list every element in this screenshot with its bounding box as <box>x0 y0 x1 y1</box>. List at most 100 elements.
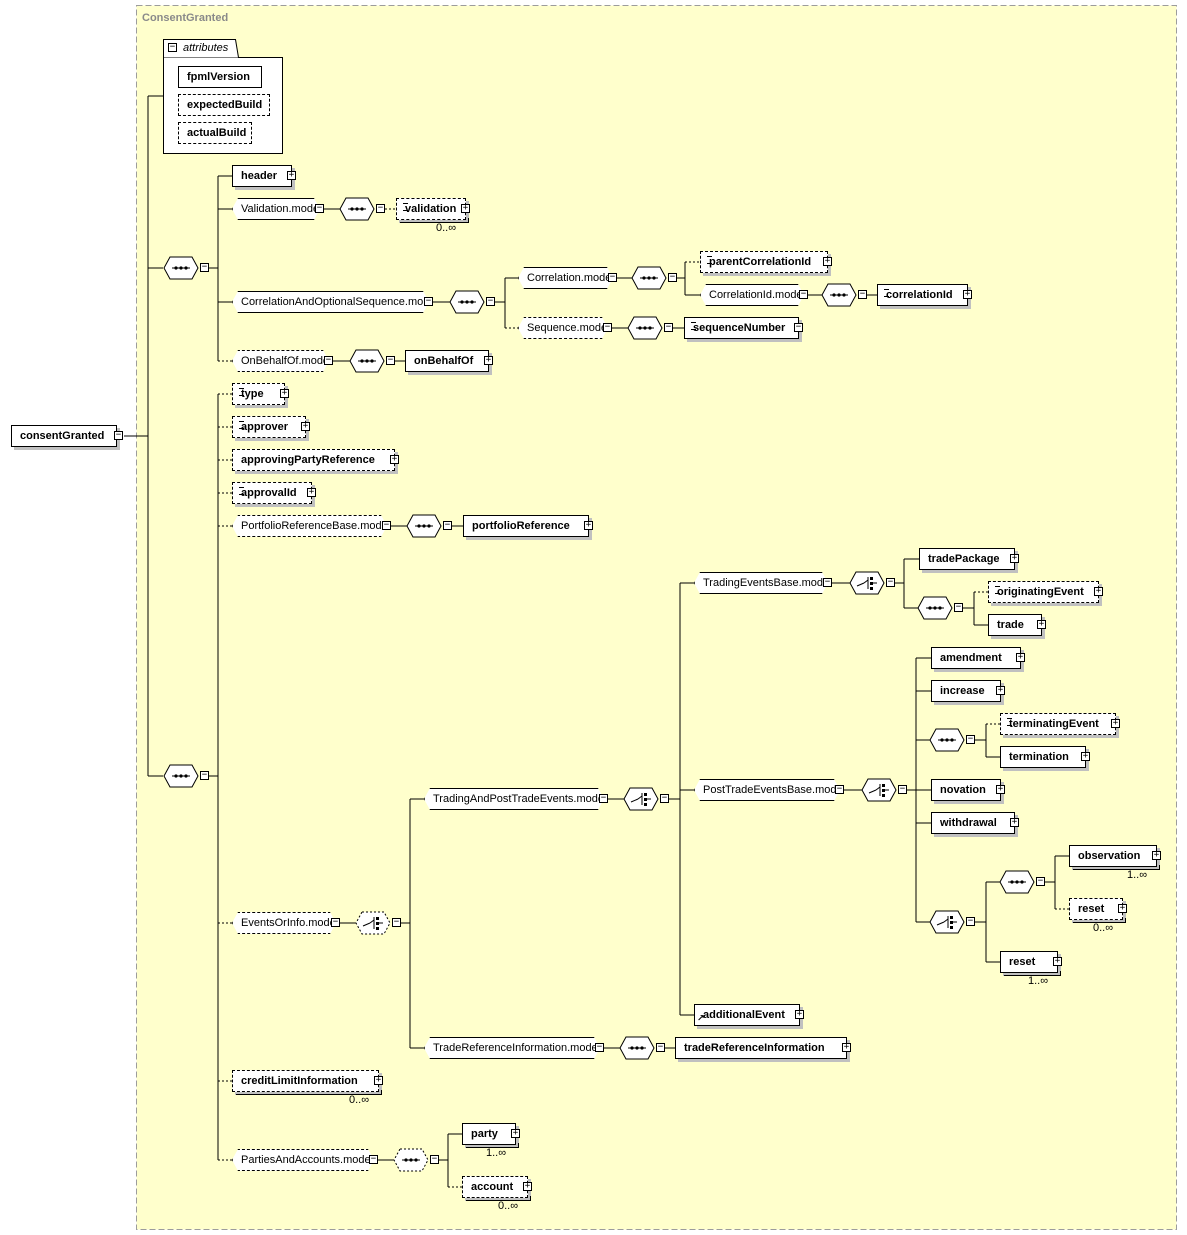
element-portfolioReference[interactable]: portfolioReference <box>463 515 589 537</box>
collapse-icon[interactable]: − <box>858 289 867 299</box>
collapse-icon[interactable]: − <box>660 793 669 803</box>
group-onBehalfOfModel[interactable]: OnBehalfOf.model <box>232 350 329 372</box>
expand-icon[interactable]: + <box>996 685 1005 695</box>
element-reset2[interactable]: reset <box>1000 951 1061 976</box>
element-type[interactable]: type <box>232 383 285 405</box>
element-reset1[interactable]: reset <box>1069 898 1126 923</box>
collapse-icon[interactable]: − <box>599 793 608 803</box>
expand-icon[interactable]: + <box>996 784 1005 794</box>
collapse-icon[interactable]: − <box>424 296 433 306</box>
collapse-icon[interactable]: − <box>382 520 391 530</box>
collapse-icon[interactable]: − <box>886 577 895 587</box>
collapse-icon[interactable]: − <box>966 916 975 926</box>
element-additionalEvent[interactable]: additionalEvent↗ <box>694 1004 800 1026</box>
element-parentCorrelationId[interactable]: parentCorrelationId <box>700 251 828 273</box>
element-approvingPartyReference[interactable]: approvingPartyReference <box>232 449 395 471</box>
attributes-collapse-icon[interactable]: − <box>168 42 177 52</box>
element-approvalId[interactable]: approvalId <box>232 482 312 504</box>
element-correlationId[interactable]: correlationId <box>877 284 968 306</box>
collapse-icon[interactable]: − <box>954 602 963 612</box>
collapse-icon[interactable]: − <box>898 784 907 794</box>
collapse-icon[interactable]: − <box>443 520 452 530</box>
expand-icon[interactable]: + <box>1016 652 1025 662</box>
expand-icon[interactable]: + <box>1152 850 1161 860</box>
element-account[interactable]: account <box>462 1176 531 1201</box>
expand-icon[interactable]: + <box>842 1042 851 1052</box>
expand-icon[interactable]: + <box>584 520 593 530</box>
root-collapse-icon[interactable]: − <box>114 430 123 440</box>
collapse-icon[interactable]: − <box>603 322 612 332</box>
collapse-icon[interactable]: − <box>315 203 324 213</box>
element-creditLimitInformation[interactable]: creditLimitInformation <box>232 1070 382 1095</box>
expand-icon[interactable]: + <box>1010 817 1019 827</box>
collapse-icon[interactable]: − <box>1036 876 1045 886</box>
collapse-icon[interactable]: − <box>331 917 340 927</box>
group-tradeReferenceInformationModel[interactable]: TradeReferenceInformation.model <box>424 1037 600 1059</box>
expand-icon[interactable]: + <box>1094 586 1103 596</box>
collapse-icon[interactable]: − <box>823 577 832 587</box>
element-party[interactable]: party <box>462 1123 519 1148</box>
expand-icon[interactable]: + <box>1111 718 1120 728</box>
expand-icon[interactable]: + <box>307 487 316 497</box>
expand-icon[interactable]: + <box>461 203 470 213</box>
group-validationModel[interactable]: Validation.model <box>232 198 320 220</box>
expand-icon[interactable]: + <box>484 355 493 365</box>
collapse-icon[interactable]: − <box>835 784 844 794</box>
collapse-icon[interactable]: − <box>200 262 209 272</box>
expand-icon[interactable]: + <box>523 1181 532 1191</box>
element-trade[interactable]: trade <box>988 614 1042 636</box>
collapse-icon[interactable]: − <box>430 1154 439 1164</box>
root-element[interactable]: consentGranted <box>11 425 117 447</box>
expand-icon[interactable]: + <box>1118 903 1127 913</box>
collapse-icon[interactable]: − <box>595 1042 604 1052</box>
element-validation[interactable]: validation <box>396 198 469 223</box>
element-increase[interactable]: increase <box>931 680 1001 702</box>
expand-icon[interactable]: + <box>1037 619 1046 629</box>
group-partiesAndAccounts[interactable]: PartiesAndAccounts.model <box>232 1149 374 1171</box>
attribute-fpmlVersion[interactable]: fpmlVersion <box>178 66 262 88</box>
collapse-icon[interactable]: − <box>324 355 333 365</box>
expand-icon[interactable]: + <box>287 170 296 180</box>
collapse-icon[interactable]: − <box>369 1154 378 1164</box>
collapse-icon[interactable]: − <box>200 770 209 780</box>
element-tradeReferenceInformation[interactable]: tradeReferenceInformation <box>675 1037 847 1059</box>
expand-icon[interactable]: + <box>1081 751 1090 761</box>
expand-icon[interactable]: + <box>1010 553 1019 563</box>
collapse-icon[interactable]: − <box>656 1042 665 1052</box>
collapse-icon[interactable]: − <box>386 355 395 365</box>
expand-icon[interactable]: + <box>1053 956 1062 966</box>
element-onBehalfOf[interactable]: onBehalfOf <box>405 350 489 372</box>
collapse-icon[interactable]: − <box>486 296 495 306</box>
element-novation[interactable]: novation <box>931 779 1001 801</box>
element-originatingEvent[interactable]: originatingEvent <box>988 581 1099 603</box>
group-correlationIdModel[interactable]: CorrelationId.model <box>700 284 804 306</box>
group-portfolioReferenceBase[interactable]: PortfolioReferenceBase.model <box>232 515 387 537</box>
expand-icon[interactable]: + <box>963 289 972 299</box>
element-withdrawal[interactable]: withdrawal <box>931 812 1015 834</box>
expand-icon[interactable]: + <box>374 1075 383 1085</box>
collapse-icon[interactable]: − <box>966 734 975 744</box>
element-termination[interactable]: termination <box>1000 746 1086 768</box>
group-tradingEventsBase[interactable]: TradingEventsBase.model <box>694 572 828 594</box>
group-tradingAndPostTradeEvents[interactable]: TradingAndPostTradeEvents.model <box>424 788 604 810</box>
expand-icon[interactable]: − <box>794 322 803 332</box>
group-correlationModel[interactable]: Correlation.model <box>518 267 613 289</box>
group-sequenceModel[interactable]: Sequence.model <box>518 317 608 339</box>
expand-icon[interactable]: + <box>280 388 289 398</box>
collapse-icon[interactable]: − <box>392 917 401 927</box>
element-terminatingEvent[interactable]: terminatingEvent <box>1000 713 1116 735</box>
expand-icon[interactable]: + <box>301 421 310 431</box>
collapse-icon[interactable]: − <box>608 272 617 282</box>
expand-icon[interactable]: + <box>511 1128 520 1138</box>
collapse-icon[interactable]: − <box>799 289 808 299</box>
collapse-icon[interactable]: − <box>668 272 677 282</box>
group-postTradeEventsBase[interactable]: PostTradeEventsBase.model <box>694 779 840 801</box>
element-tradePackage[interactable]: tradePackage <box>919 548 1015 570</box>
expand-icon[interactable]: + <box>823 256 832 266</box>
element-amendment[interactable]: amendment <box>931 647 1021 669</box>
collapse-icon[interactable]: − <box>664 322 673 332</box>
element-sequenceNumber[interactable]: sequenceNumber <box>684 317 799 339</box>
expand-icon[interactable]: + <box>795 1009 804 1019</box>
collapse-icon[interactable]: − <box>376 203 385 213</box>
element-header[interactable]: header <box>232 165 292 187</box>
